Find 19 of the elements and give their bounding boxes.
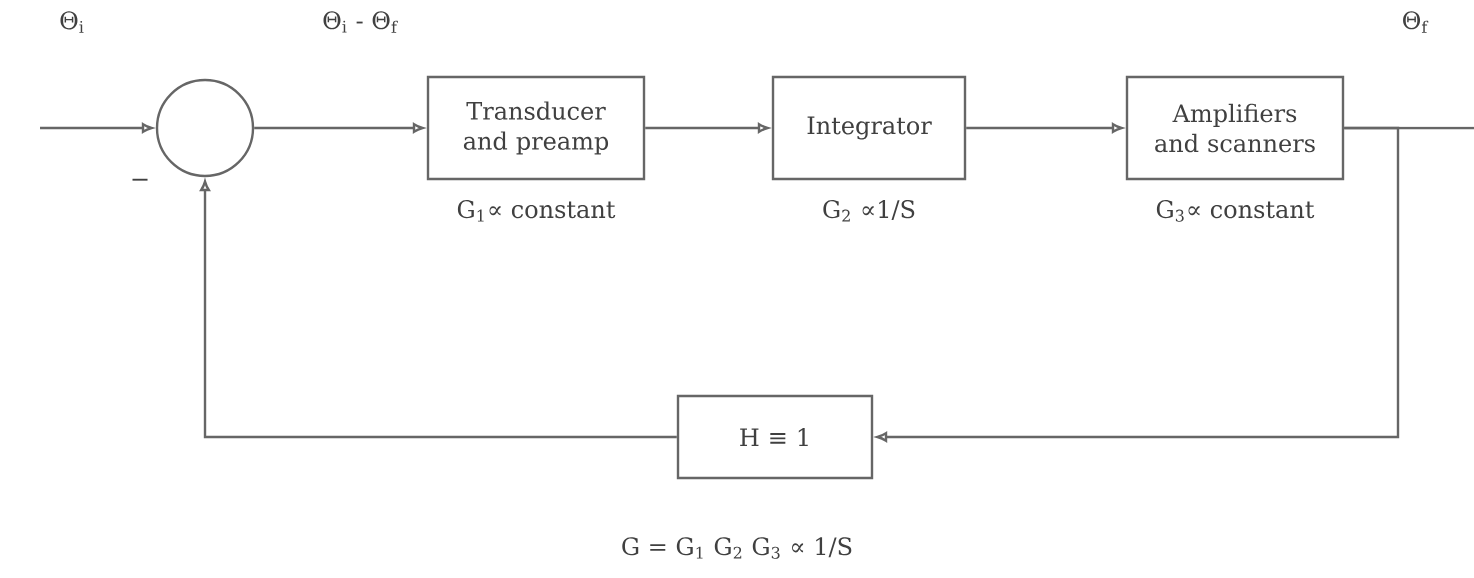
arrow: [966, 123, 1123, 133]
gain-label: G$_{1}$∝ constant: [457, 200, 616, 222]
signal-label: Θ$_{i}$: [60, 11, 84, 33]
summing-junction: [155, 78, 255, 178]
arrow: [40, 123, 153, 133]
process-box: Transducer and preamp: [426, 75, 646, 181]
formula-text: G = G$_{1}$ G$_{2}$ G$_{3}$ ∝ 1/S: [622, 537, 852, 559]
process-box: Integrator: [771, 75, 967, 181]
arrow: [645, 123, 769, 133]
gain-label: G$_{3}$∝ constant: [1156, 200, 1315, 222]
gain-label: G$_{2}$ ∝1/S: [823, 200, 915, 222]
arrow: [876, 126, 1400, 442]
process-box: H ≡ 1: [676, 394, 874, 480]
process-box: Amplifiers and scanners: [1125, 75, 1345, 181]
sign-label: −: [132, 178, 148, 181]
arrow: [200, 180, 677, 439]
arrow: [254, 123, 424, 133]
signal-label: Θ$_{i}$ - Θ$_{f}$: [323, 11, 398, 33]
signal-label: Θ$_{f}$: [1403, 11, 1429, 33]
